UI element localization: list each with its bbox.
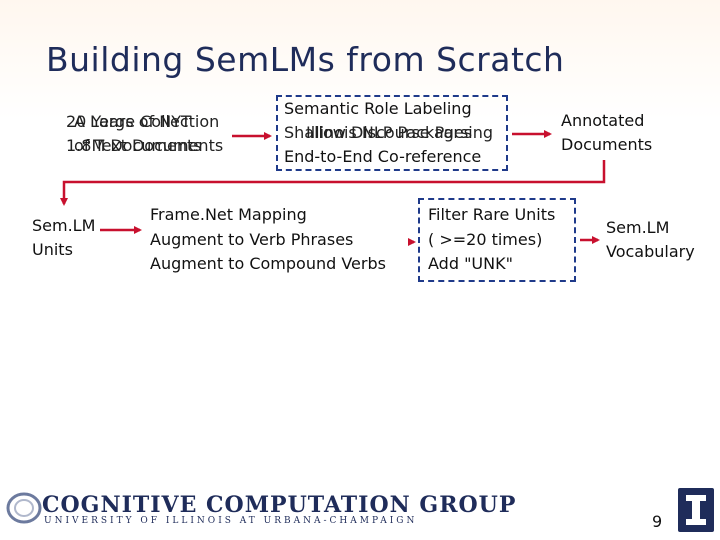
mapping-line-3: Augment to Compound Verbs <box>150 254 386 273</box>
filter-box <box>418 198 576 282</box>
logo-line-1: COGNITIVE COMPUTATION GROUP <box>42 492 517 518</box>
vocab-line-1: Sem.LM <box>606 218 670 237</box>
ccg-logo: COGNITIVE COMPUTATION GROUP UNIVERSITY O… <box>6 488 515 532</box>
mapping-line-2: Augment to Verb Phrases <box>150 230 354 249</box>
annotated-line-1: Annotated <box>561 111 645 130</box>
filter-line-2: ( >=20 times) <box>428 230 543 249</box>
ccg-swirl-icon <box>6 492 42 524</box>
units-line-1: Sem.LM <box>32 216 96 235</box>
units-line-2: Units <box>32 240 73 259</box>
arrow-annotated-to-units <box>60 160 606 206</box>
processing-line-2a: Shallow Discourse Parsing <box>284 123 494 142</box>
processing-line-1: Semantic Role Labeling <box>284 99 472 118</box>
vocab-line-2: Vocabulary <box>606 242 695 261</box>
source-line-1b: A Large Collection <box>74 112 220 131</box>
filter-line-3: Add "UNK" <box>428 254 513 273</box>
source-line-1a: 20 Years of NYT <box>66 112 191 131</box>
page-number: 9 <box>652 512 663 531</box>
annotated-line-2: Documents <box>561 135 653 154</box>
slide-title: Building SemLMs from Scratch <box>46 40 565 79</box>
mapping-line-1: Frame.Net Mapping <box>150 205 307 224</box>
logo-line-2: UNIVERSITY OF ILLINOIS AT URBANA-CHAMPAI… <box>44 516 418 526</box>
filter-line-1: Filter Rare Units <box>428 205 556 224</box>
source-line-2b: of Text Documents <box>74 136 224 155</box>
illinois-block-i-icon <box>678 488 714 532</box>
source-line-2a: 1.8M Documents <box>66 136 202 155</box>
processing-line-3: End-to-End Co-reference <box>284 147 482 166</box>
processing-line-2b: Illinois NLP Packages <box>306 123 473 142</box>
processing-box <box>276 95 508 171</box>
